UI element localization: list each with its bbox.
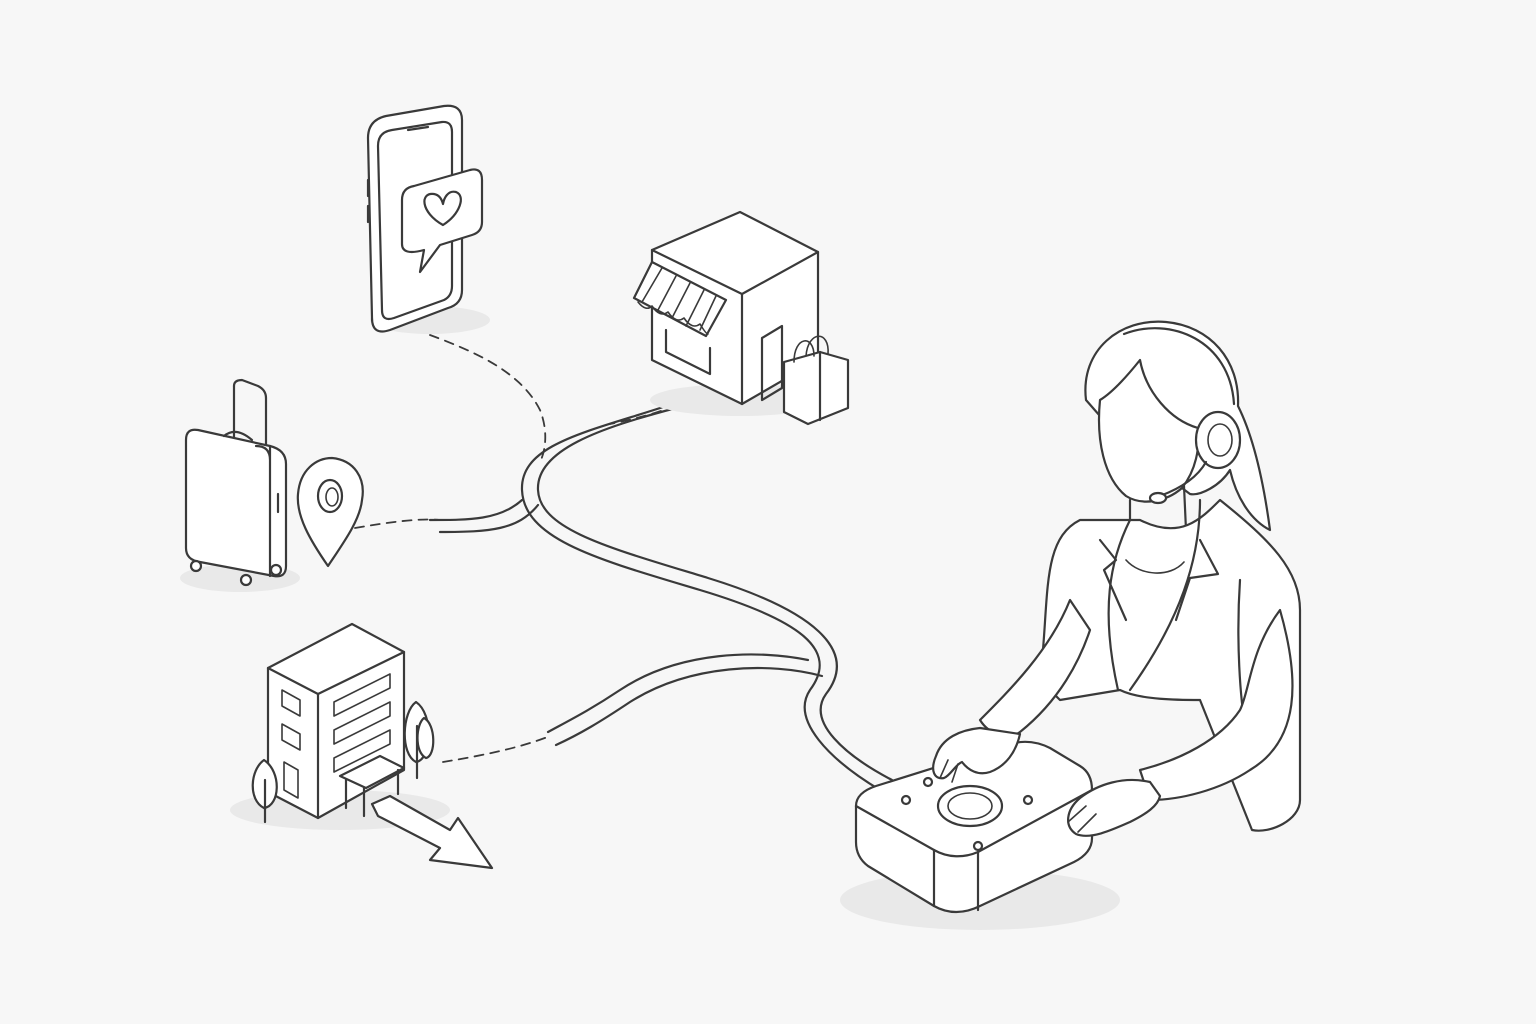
hands xyxy=(932,726,1162,837)
location-pin-icon xyxy=(296,456,364,568)
connecting-road xyxy=(428,396,894,792)
headset-agent-figure xyxy=(978,320,1302,832)
suitcase-icon xyxy=(180,378,300,592)
shopping-bag-icon xyxy=(782,335,850,426)
heart-chat-bubble-icon xyxy=(400,168,484,274)
exit-arrow-icon xyxy=(370,794,494,870)
dashed-connectors xyxy=(354,334,691,763)
tree-icon xyxy=(251,700,435,824)
